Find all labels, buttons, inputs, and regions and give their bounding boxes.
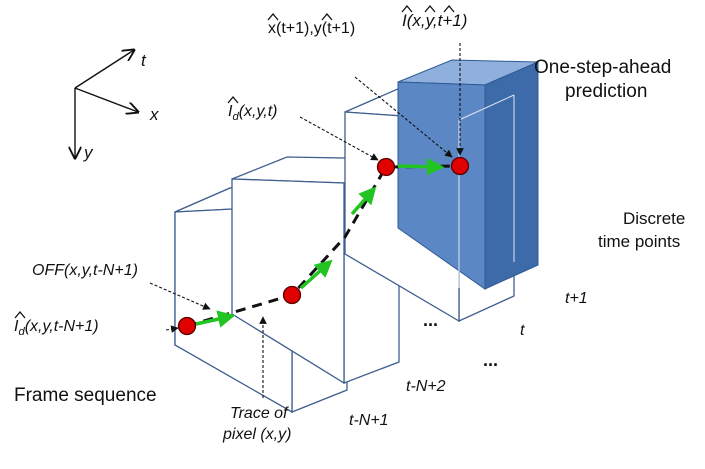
x-axis-label: x (150, 105, 159, 124)
pred-i-y: y (425, 11, 433, 30)
pred-i-label: I(x,y,t+1) (402, 11, 468, 31)
pred-xy-x: x (268, 20, 276, 37)
frame-label-t: t (520, 322, 525, 339)
id-first-args: (x,y,t-N+1) (24, 318, 99, 335)
pixel-point-4 (450, 156, 470, 176)
discrete-label-line1: Discrete (623, 209, 686, 228)
id-first-label: Id(x,y,t-N+1) (14, 318, 99, 339)
ellipsis-1: ... (423, 310, 439, 330)
axes-indicator (75, 50, 138, 158)
id-t-args: (x,y,t) (238, 103, 278, 120)
x-axis-arrow (74, 87, 138, 112)
green-arrow-1 (195, 310, 236, 328)
leader-pred-xy (354, 76, 453, 158)
pred-xy-rest2: (t+1) (321, 20, 356, 37)
frame-label-t-n-1: t-N+1 (349, 412, 389, 429)
leader-off (149, 282, 211, 310)
frame-label-t-plus-1: t+1 (565, 290, 588, 307)
pixel-points (177, 156, 470, 336)
t-axis-arrow (74, 50, 134, 89)
pred-i-symbol: I (402, 11, 407, 30)
pred-i-x: x (412, 11, 421, 30)
leader-id-first (165, 325, 179, 333)
ellipsis-2: ... (483, 350, 499, 370)
pred-xy-label: x(t+1),y(t+1) (268, 20, 355, 38)
pixel-point-2 (282, 285, 302, 305)
green-arrow-2 (299, 259, 333, 290)
id-t-symbol: I (228, 103, 233, 120)
pred-xy-y: y (313, 20, 322, 37)
trace-label-line1: Trace of (230, 405, 288, 422)
off-label: OFF(x,y,t-N+1) (32, 262, 138, 279)
pred-i-comma: , (420, 11, 426, 30)
pred-xy-rest1: (t+1), (276, 20, 314, 37)
pred-i-open: ( (406, 11, 413, 30)
pred-i-rest: ,t+1) (432, 11, 468, 30)
trace-label-line2: pixel (x,y) (223, 426, 292, 443)
pixel-point-1 (177, 316, 197, 336)
pixel-point-3 (376, 157, 396, 177)
green-arrow-3 (350, 186, 377, 216)
motion-arrows (195, 157, 445, 328)
id-t-label: Id(x,y,t) (228, 103, 278, 124)
frame-sequence-label: Frame sequence (14, 385, 157, 406)
id-first-subscript: d (18, 326, 25, 339)
prediction-title-line1: One-step-ahead (534, 57, 672, 78)
id-t-subscript: d (232, 111, 239, 124)
id-first-symbol: I (14, 318, 19, 335)
hat-marks (14, 4, 455, 319)
prediction-frame (397, 59, 539, 290)
y-axis-label: y (84, 143, 93, 162)
discrete-label-line2: time points (598, 232, 681, 251)
prediction-title-line2: prediction (565, 81, 648, 102)
leader-lines (149, 43, 464, 398)
t-axis-label: t (141, 51, 146, 70)
frame-t-overlay (458, 94, 515, 288)
frame-label-t-n-2: t-N+2 (406, 378, 446, 395)
green-arrow-4 (397, 157, 445, 176)
